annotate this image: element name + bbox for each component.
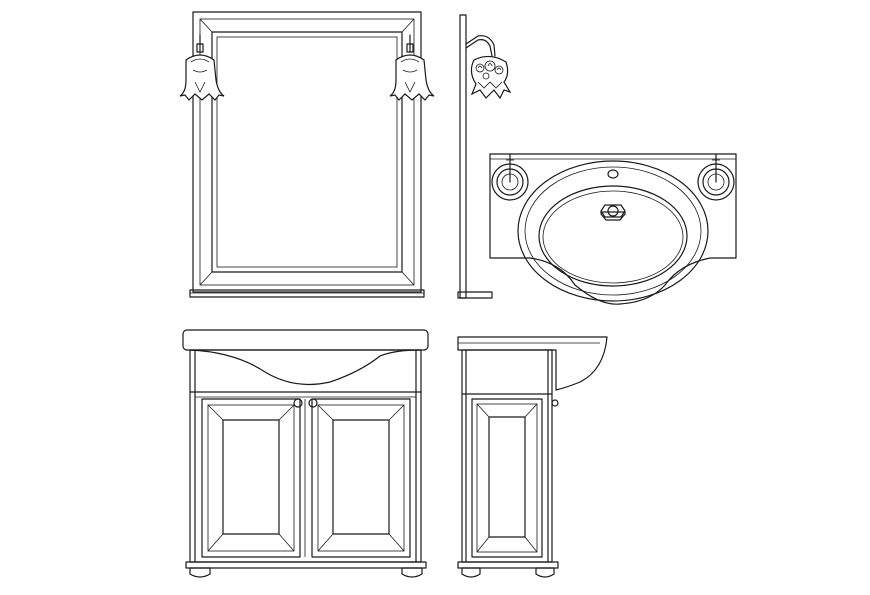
mirror-side-view — [457, 14, 512, 299]
washbasin-plan-view — [489, 153, 737, 305]
left-towel-ring — [491, 153, 529, 201]
left-wall-sconce — [179, 34, 225, 101]
vanity-front-view — [182, 329, 429, 578]
basin-rim-outer — [517, 160, 709, 302]
side-plinth — [457, 561, 559, 569]
countertop-outline — [489, 153, 737, 305]
vanity-side-view — [457, 336, 608, 578]
side-carcass — [461, 349, 553, 563]
side-panel — [471, 398, 543, 558]
mirror-bottom-shelf — [189, 289, 425, 298]
side-countertop — [457, 336, 608, 391]
side-knob — [551, 399, 559, 407]
right-wall-sconce — [389, 34, 435, 101]
mirror-glass — [211, 31, 403, 273]
mirror-side-shelf — [457, 291, 493, 299]
vanity-countertop — [182, 329, 429, 351]
basin-bowl — [538, 185, 688, 287]
vanity-right-door — [311, 398, 411, 558]
mirror-side-profile — [459, 14, 467, 299]
mirror-glass-inner-edge — [216, 36, 398, 268]
vanity-right-foot — [401, 567, 423, 578]
mirror-frame-inner-edge — [199, 18, 415, 286]
vanity-plinth — [185, 561, 427, 569]
vanity-left-foot — [189, 567, 211, 578]
basin-front-curve — [189, 349, 421, 386]
mirror-outer-frame — [192, 11, 422, 293]
right-door-knob — [308, 398, 318, 408]
basin-rim-inner — [524, 166, 702, 296]
drain — [600, 211, 626, 221]
vanity-left-door — [201, 398, 301, 558]
vanity-carcass — [189, 349, 422, 563]
mirror-front-view — [179, 11, 435, 298]
side-sconce — [465, 35, 512, 100]
right-towel-ring — [697, 153, 735, 201]
left-door-knob — [293, 398, 303, 408]
faucet-hole — [607, 169, 619, 179]
